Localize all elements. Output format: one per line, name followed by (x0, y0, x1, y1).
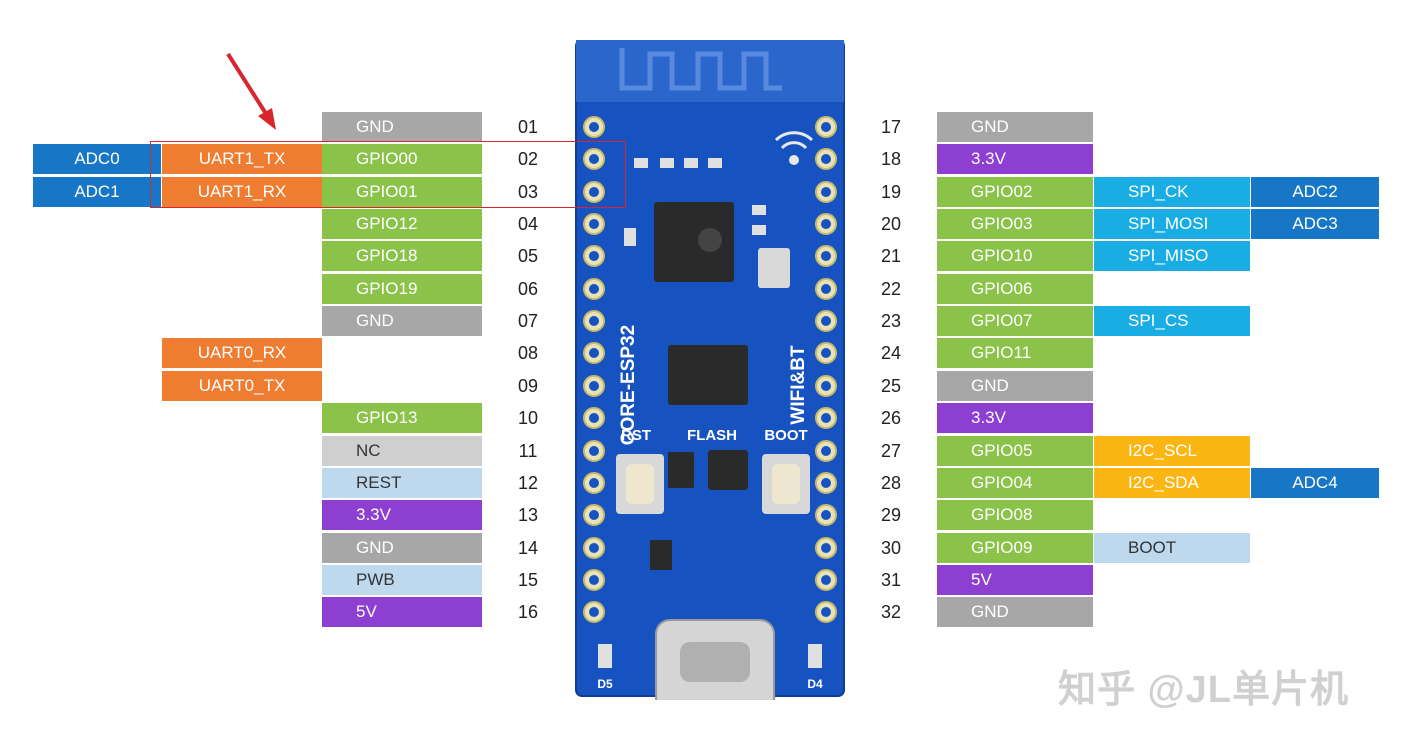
flash-label-text: FLASH (687, 427, 737, 444)
pin-number: 26 (880, 408, 902, 428)
pin-number: 24 (880, 343, 902, 363)
pin-label-power: 5V (937, 565, 1093, 595)
pin-number: 27 (880, 441, 902, 461)
pin-label-power: 3.3V (937, 403, 1093, 433)
pin-number: 13 (517, 505, 539, 525)
pin-label-gpio: GPIO06 (937, 274, 1093, 304)
led-d4-text: D4 (807, 677, 823, 691)
board-illustration: CORE-ESP32 WIFI&BT RST FLASH BOOT D5 D4 (575, 39, 845, 717)
pin-label-gpio: GPIO11 (937, 338, 1093, 368)
pin-number: 19 (880, 182, 902, 202)
pin-label-gpio: GPIO12 (322, 209, 482, 239)
pin-number: 03 (517, 182, 539, 202)
pin-label-gnd: GND (322, 306, 482, 336)
highlight-box (150, 141, 626, 208)
pin-label-spi: SPI_MISO (1094, 241, 1250, 271)
pin-label-adc: ADC1 (33, 177, 161, 207)
led-d5-text: D5 (597, 677, 613, 691)
pin-label-gpio: GPIO10 (937, 241, 1093, 271)
watermark-text: 知乎 @JL单片机 (1058, 669, 1349, 711)
pin-number: 22 (880, 279, 902, 299)
pin-number: 18 (880, 149, 902, 169)
pin-label-gnd: GND (937, 112, 1093, 142)
esp32-c3-board-image: CORE-ESP32 WIFI&BT RST FLASH BOOT D5 D4 (572, 39, 848, 717)
pin-number: 31 (880, 570, 902, 590)
pin-label-gpio: GPIO07 (937, 306, 1093, 336)
pin-label-adc: ADC4 (1251, 468, 1379, 498)
pin-label-i2c: I2C_SCL (1094, 436, 1250, 466)
pin-label-adc: ADC2 (1251, 177, 1379, 207)
boot-label-text: BOOT (764, 427, 807, 444)
pin-number: 01 (517, 117, 539, 137)
pin-label-nc: NC (322, 436, 482, 466)
pin-number: 06 (517, 279, 539, 299)
pin-label-gpio: GPIO19 (322, 274, 482, 304)
pin-label-gpio: GPIO09 (937, 533, 1093, 563)
pin-label-gpio: GPIO02 (937, 177, 1093, 207)
pin-label-gpio: GPIO08 (937, 500, 1093, 530)
rst-label-text: RST (621, 427, 651, 444)
pin-label-adc: ADC3 (1251, 209, 1379, 239)
pin-number: 14 (517, 538, 539, 558)
wireless-label-text: WIFI&BT (788, 345, 809, 425)
pin-label-uart: UART1_TX (162, 144, 322, 174)
pin-number: 30 (880, 538, 902, 558)
pin-number: 12 (517, 473, 539, 493)
pin-number: 25 (880, 376, 902, 396)
pin-label-gnd: GND (322, 112, 482, 142)
pin-label-gpio: GPIO13 (322, 403, 482, 433)
pin-label-uart: UART0_TX (162, 371, 322, 401)
pin-number: 09 (517, 376, 539, 396)
pin-number: 20 (880, 214, 902, 234)
pin-label-uart: UART1_RX (162, 177, 322, 207)
pin-number: 02 (517, 149, 539, 169)
pin-number: 04 (517, 214, 539, 234)
red-arrow-icon (226, 52, 276, 130)
pin-label-gnd: GND (322, 533, 482, 563)
pin-label-uart: UART0_RX (162, 338, 322, 368)
pin-number: 15 (517, 570, 539, 590)
pin-label-gnd: GND (937, 597, 1093, 627)
pin-number: 17 (880, 117, 902, 137)
pin-label-power: 3.3V (937, 144, 1093, 174)
pin-number: 05 (517, 246, 539, 266)
pin-label-gpio: GPIO00 (322, 144, 482, 174)
pin-number: 16 (517, 602, 539, 622)
pin-number: 23 (880, 311, 902, 331)
pin-number: 32 (880, 602, 902, 622)
pin-label-misc_blue: PWB (322, 565, 482, 595)
chip-label-text: CORE-ESP32 (618, 325, 639, 445)
pin-number: 07 (517, 311, 539, 331)
pin-label-misc_blue: REST (322, 468, 482, 498)
pin-label-adc: ADC0 (33, 144, 161, 174)
pin-label-misc_blue: BOOT (1094, 533, 1250, 563)
pin-number: 29 (880, 505, 902, 525)
pin-label-gnd: GND (937, 371, 1093, 401)
pin-label-gpio: GPIO05 (937, 436, 1093, 466)
pin-number: 08 (517, 343, 539, 363)
pin-number: 11 (518, 441, 538, 461)
pin-label-spi: SPI_CS (1094, 306, 1250, 336)
pin-label-power: 5V (322, 597, 482, 627)
pin-label-gpio: GPIO04 (937, 468, 1093, 498)
pin-number: 28 (880, 473, 902, 493)
pin-label-power: 3.3V (322, 500, 482, 530)
pin-number: 10 (517, 408, 539, 428)
pin-label-spi: SPI_CK (1094, 177, 1250, 207)
pin-label-gpio: GPIO03 (937, 209, 1093, 239)
pin-label-spi: SPI_MOSI (1094, 209, 1250, 239)
pin-label-gpio: GPIO18 (322, 241, 482, 271)
pin-label-i2c: I2C_SDA (1094, 468, 1250, 498)
pin-label-gpio: GPIO01 (322, 177, 482, 207)
pin-number: 21 (880, 246, 902, 266)
